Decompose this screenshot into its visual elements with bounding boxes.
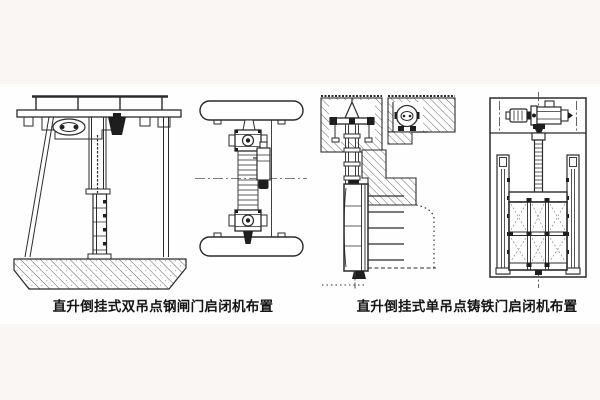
screw-guide-tube (85, 117, 111, 195)
diagram-side-elevation-steel-gate (13, 95, 187, 290)
frame-legs (24, 116, 169, 258)
diagram-plan-view-double-hoist (195, 100, 307, 257)
figure-caption-right: 直升倒挂式单吊点铸铁门启闭机布置 (356, 299, 578, 314)
screw-stem (343, 124, 361, 184)
diagram-front-view-cast-iron-gate (489, 92, 587, 288)
gate-leaf-grid (508, 191, 568, 275)
recessed-motor (394, 104, 420, 131)
gate-leaf (87, 193, 112, 260)
hoist-unit (329, 98, 375, 143)
grid-diagonal-bracing (510, 203, 566, 262)
gate-leaf-section (343, 180, 404, 279)
right-guide-rail (565, 154, 581, 275)
deck-beam (16, 109, 182, 140)
figure-caption-left: 直升倒挂式双吊点钢闸门启闭机布置 (52, 299, 274, 314)
side-guide-unit (253, 120, 272, 237)
concrete-sill (13, 258, 187, 290)
reference-lines (322, 204, 436, 290)
hoist-motor (52, 118, 86, 136)
diagram-section-view-cast-iron-gate (320, 95, 456, 290)
hoist-motor-assembly (505, 100, 573, 133)
screw-stem-threads (237, 151, 259, 210)
hoist-gearbox (108, 113, 126, 135)
left-guide-rail (495, 154, 511, 275)
lower-bearing-block (228, 209, 268, 244)
middle-pier-concrete (361, 149, 417, 206)
upper-bearing-block (228, 119, 268, 152)
railing (32, 95, 168, 110)
